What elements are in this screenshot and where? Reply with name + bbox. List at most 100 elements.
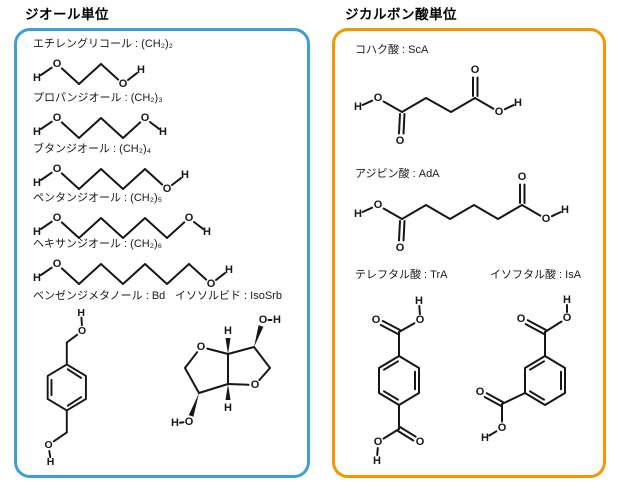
bonds <box>46 316 87 459</box>
atom-label-h: H <box>203 226 211 238</box>
butanediol-structure: H O O H <box>33 163 189 195</box>
compound-label: ベンゼンジメタノール : Bd <box>33 290 166 302</box>
compound-label: プロパンジオール : (CH₂)₃ <box>33 92 163 104</box>
atom-label-o: O <box>542 213 551 225</box>
compound-adipic-acid: アジピン酸 : AdA H O O O O H <box>348 168 603 259</box>
bonds <box>361 183 562 242</box>
atom-label-o: O <box>53 163 62 175</box>
atom-label-o: O <box>197 341 206 353</box>
atom-label-o: O <box>185 416 194 428</box>
atom-label-o: O <box>518 171 527 183</box>
atom-label-h: H <box>415 295 423 307</box>
atom-label-o: O <box>416 314 425 326</box>
atom-label-h: H <box>514 97 522 109</box>
hexanediol-structure: H O O H <box>33 258 233 290</box>
isosorbide-structure: O H H O O H O H <box>171 314 281 429</box>
atom-label-o: O <box>374 92 383 104</box>
compound-isophthalic-acid: イソフタル酸 : IsA <box>472 269 581 460</box>
diol-panel: エチレングリコール : (CH₂)₂ H O O H プロパンジオール : (C… <box>14 28 310 478</box>
atom-label-o: O <box>374 199 383 211</box>
atom-label-h: H <box>171 417 179 429</box>
atom-label-h: H <box>354 101 362 113</box>
compound-succinic-acid: コハク酸 : ScA H O O O O H <box>348 44 603 152</box>
compound-isosorbide: イソソルビド : IsoSrb <box>165 290 285 431</box>
atom-label-h: H <box>33 177 41 189</box>
compound-ethylene-glycol: エチレングリコール : (CH₂)₂ H O O H <box>33 38 307 92</box>
atom-label-o: O <box>259 314 268 326</box>
diol-section-title: ジオール単位 <box>25 7 109 22</box>
propanediol-structure: H O O H <box>33 112 167 139</box>
ethylene-glycol-structure: H O O H <box>33 58 145 90</box>
bonds <box>179 319 273 424</box>
atom-label-o: O <box>141 112 150 124</box>
compound-label: アジピン酸 : AdA <box>355 168 440 180</box>
compound-butanediol: ブタンジオール : (CH₂)₄ H O O H <box>33 143 307 195</box>
atom-label-o: O <box>374 436 383 448</box>
compound-terephthalic-acid: テレフタル酸 : TrA <box>348 269 463 470</box>
compound-propanediol: プロパンジオール : (CH₂)₃ H O O H <box>33 92 307 143</box>
atom-label-o: O <box>163 183 172 195</box>
atom-label-o: O <box>476 386 485 398</box>
adipic-acid-structure: H O O O O H <box>354 171 569 254</box>
atom-label-h: H <box>47 456 55 468</box>
atom-label-h: H <box>77 307 85 319</box>
compound-label: ヘキサンジオール : (CH₂)₆ <box>33 238 163 250</box>
atom-label-h: H <box>33 226 41 238</box>
terephthalic-acid-structure: H O O O O H <box>372 295 425 467</box>
atom-label-o: O <box>563 312 572 324</box>
atom-label-h: H <box>225 264 233 276</box>
benzenedimethanol-structure: H O O H <box>45 307 87 468</box>
compound-label: イソソルビド : IsoSrb <box>175 290 282 302</box>
pentanediol-structure: H O O H <box>33 212 211 239</box>
isophthalic-acid-structure: H O O O O H <box>476 294 572 444</box>
succinic-acid-structure: H O O O O H <box>354 64 522 147</box>
atom-label-o: O <box>396 242 405 254</box>
atom-label-o: O <box>517 313 526 325</box>
atom-label-h: H <box>481 432 489 444</box>
atom-label-h: H <box>273 314 281 326</box>
atom-label-o: O <box>45 439 53 451</box>
dicarboxylic-panel: コハク酸 : ScA H O O O O H <box>332 28 606 478</box>
compound-label: コハク酸 : ScA <box>355 44 429 56</box>
atom-label-o: O <box>251 379 260 391</box>
atom-label-h: H <box>373 455 381 467</box>
acid-bottom-row: テレフタル酸 : TrA <box>348 269 603 470</box>
atom-label-o: O <box>78 325 86 337</box>
compound-label: テレフタル酸 : TrA <box>355 269 448 281</box>
atom-label-o: O <box>396 135 405 147</box>
dicarboxylic-section-title: ジカルボン酸単位 <box>345 7 457 22</box>
atom-label-o: O <box>372 314 381 326</box>
atom-label-o: O <box>416 436 425 448</box>
atom-label-h: H <box>563 294 571 306</box>
atom-label-o: O <box>119 78 128 90</box>
atom-label-o: O <box>471 64 480 76</box>
bonds <box>483 304 568 437</box>
bonds <box>40 63 138 85</box>
compound-label: エチレングリコール : (CH₂)₂ <box>33 38 173 50</box>
atom-label-o: O <box>498 422 507 434</box>
atom-label-o: O <box>53 212 62 224</box>
atom-label-h: H <box>224 402 232 414</box>
atom-label-h: H <box>354 208 362 220</box>
atom-label-o: O <box>53 258 62 270</box>
atom-label-h: H <box>561 204 569 216</box>
atom-label-o: O <box>53 112 62 124</box>
atom-label-h: H <box>159 126 167 138</box>
atom-label-h: H <box>33 72 41 84</box>
compound-label: イソフタル酸 : IsA <box>490 269 582 281</box>
atom-label-h: H <box>137 64 145 76</box>
atom-label-h: H <box>181 169 189 181</box>
diol-bottom-row: ベンゼンジメタノール : Bd H O <box>33 290 307 468</box>
bonds <box>40 168 182 190</box>
bonds <box>376 305 421 456</box>
atom-label-h: H <box>224 325 232 337</box>
atom-label-o: O <box>185 212 194 224</box>
compound-hexanediol: ヘキサンジオール : (CH₂)₆ H O O H <box>33 238 307 290</box>
bonds <box>361 76 515 135</box>
atom-label-o: O <box>495 106 504 118</box>
bonds <box>40 217 205 239</box>
compound-pentanediol: ペンタンジオール : (CH₂)₅ H O O H <box>33 192 307 239</box>
bonds <box>40 263 226 285</box>
compound-label: ペンタンジオール : (CH₂)₅ <box>33 192 163 204</box>
